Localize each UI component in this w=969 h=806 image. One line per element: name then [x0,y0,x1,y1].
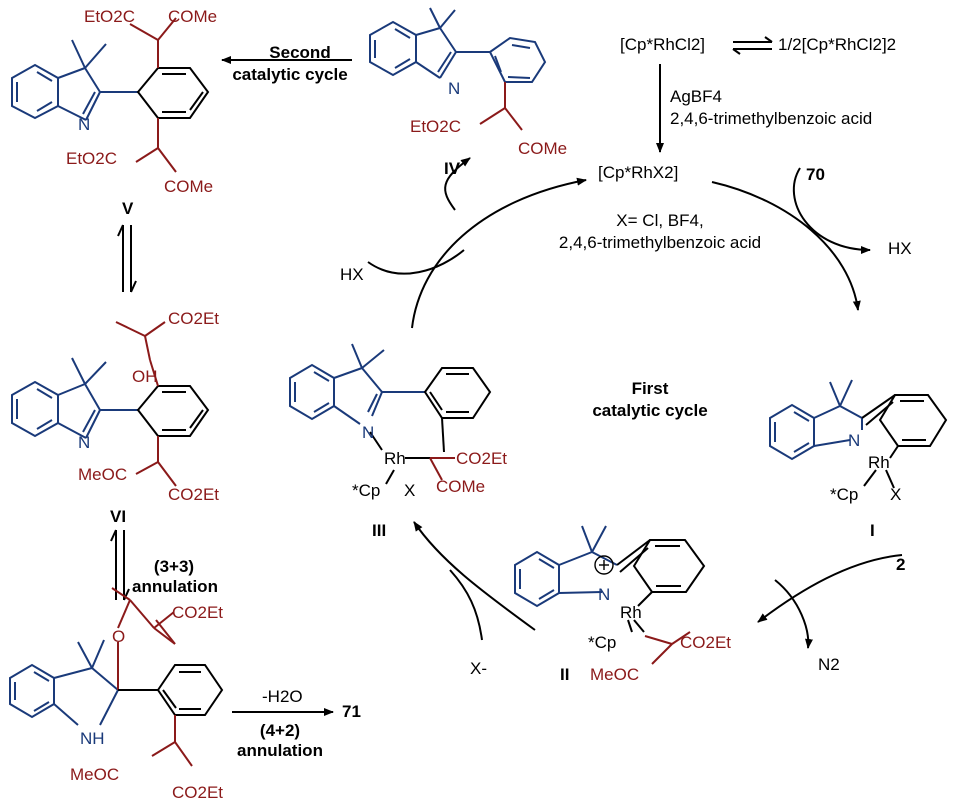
III-x: X [404,481,416,500]
III-Rh: Rh [384,449,406,468]
III-come: COMe [436,477,486,496]
n2-release: N2 [818,655,840,674]
V-come-top: COMe [168,7,218,26]
aryl-II [616,539,706,633]
pyran-VII [111,587,176,690]
equilibrium-VI-VII [110,529,130,601]
VII-meoc: MeOC [70,765,120,784]
structure-V [11,39,138,121]
I-Rh: Rh [868,453,890,472]
VI-co2et-top: CO2Et [168,309,220,328]
VII-NH: NH [80,729,105,748]
VI-meoc: MeOC [78,465,128,484]
V-label: V [122,199,134,218]
annulation33-line2: annulation [132,577,218,596]
structure-IV [369,7,547,83]
first-cycle-line2: catalytic cycle [592,401,708,420]
VI-co2et-bottom: CO2Et [168,485,220,504]
VII-co2et-top: CO2Et [172,603,224,622]
precat-monomer: [Cp*RhCl2] [620,35,706,54]
III-N: N [362,423,375,442]
x-definition-2: 2,4,6-trimethylbenzoic acid [558,233,762,252]
structure-VI [11,357,138,439]
cycle-arrows [367,157,903,649]
x-minus: X- [470,659,487,678]
II-co2et: CO2Et [680,633,732,652]
V-N: N [78,115,91,134]
I-x: X [890,485,902,504]
III-co2et: CO2Et [456,449,508,468]
structure-VII [9,639,119,726]
sidechain-VI [115,321,177,487]
x-definition-1: X= Cl, BF4, [616,211,704,230]
IV-label: IV [444,159,461,178]
equilibrium-V-VI [117,224,137,293]
hx-uptake: HX [340,265,364,284]
sidechain-III [429,457,455,481]
sidechain-V [129,17,177,173]
VI-N: N [78,433,91,452]
II-label: II [560,665,570,684]
I-cp: *Cp [830,485,859,504]
first-cycle-line1: First [631,379,669,398]
substrate-70: 70 [806,165,825,184]
reagent-2: 2 [896,555,906,574]
benzene-V [136,67,210,119]
VI-label: VI [110,507,127,526]
product-71: 71 [342,702,361,721]
V-eto2c-bottom: EtO2C [66,149,118,168]
III-label: III [372,521,387,540]
precat-reagent1: AgBF4 [670,87,722,106]
precatalyst-arrows [656,36,773,153]
second-cycle-line1: Second [269,43,331,62]
II-N: N [598,585,611,604]
VII-co2et-bottom: CO2Et [172,783,224,802]
sidechain-IV [479,82,523,131]
IV-N: N [448,79,461,98]
precat-dimer: 1/2[Cp*RhCl2]2 [778,35,897,54]
hx-release: HX [888,239,912,258]
annulation33-line1: (3+3) [153,557,195,576]
structure-I [769,379,863,461]
aryl-III [369,367,492,485]
benzene-VI [136,385,210,437]
annulation42-line2: annulation [237,741,323,760]
IV-eto2c: EtO2C [410,117,462,136]
VII-O: O [112,627,126,646]
II-Rh: Rh [620,603,642,622]
sidechain-VII [151,715,193,767]
active-catalyst: [Cp*RhX2] [598,163,679,182]
V-come-bottom: COMe [164,177,214,196]
III-cp: *Cp [352,481,381,500]
aryl-I [861,394,948,489]
minus-water: -H2O [262,687,303,706]
V-eto2c-top: EtO2C [84,7,136,26]
II-cp: *Cp [588,633,617,652]
carbene-II [644,631,691,665]
structure-II [514,525,618,608]
I-label: I [870,521,875,540]
IV-come: COMe [518,139,568,158]
annulation42-line1: (4+2) [259,721,301,740]
precat-reagent2: 2,4,6-trimethylbenzoic acid [670,109,873,128]
I-N: N [848,431,861,450]
second-cycle-line2: catalytic cycle [232,65,348,84]
structure-III [289,343,425,425]
VI-oh: OH [132,367,158,386]
II-meoc: MeOC [590,665,640,684]
positive-charge-icon [594,555,614,575]
benzene-VII [118,664,224,716]
